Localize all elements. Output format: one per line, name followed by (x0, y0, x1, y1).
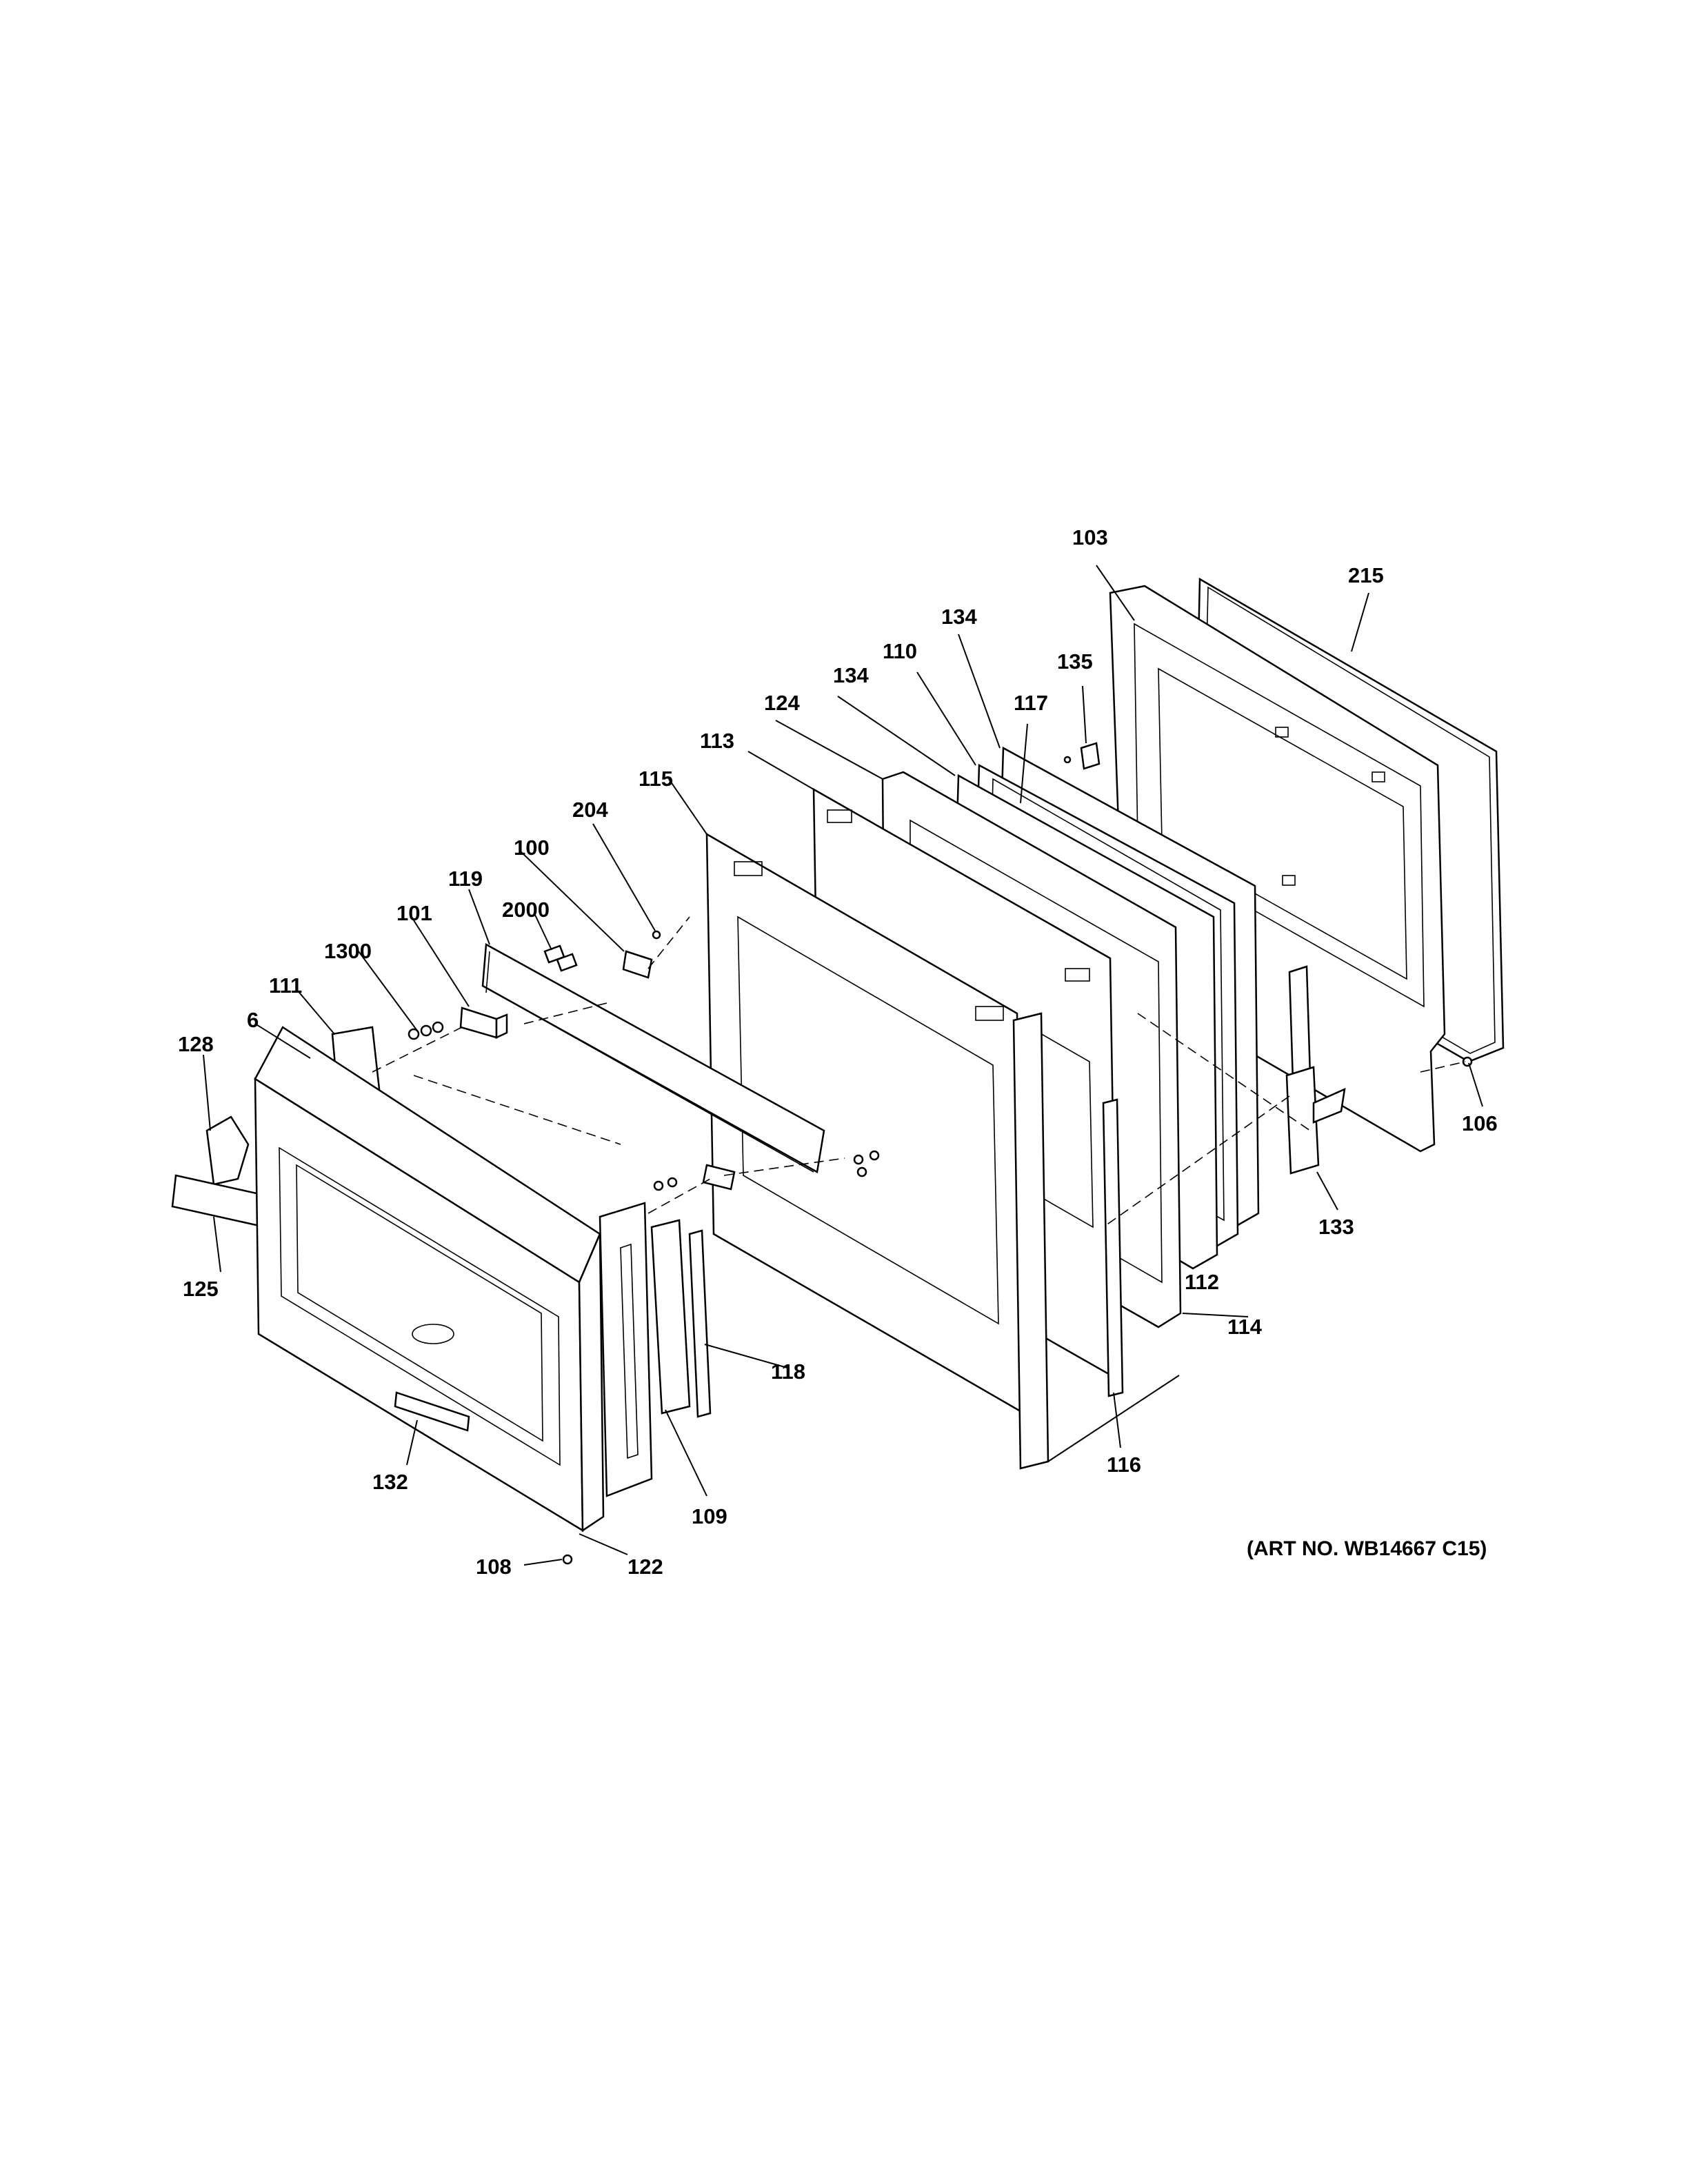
alignment-lines (372, 916, 1466, 1228)
part-112-side-panel (1012, 1012, 1049, 1470)
callout-106: 106 (1462, 1111, 1498, 1135)
part-116-side-panel (1102, 1098, 1124, 1397)
callout-6: 6 (247, 1008, 259, 1032)
callout-100: 100 (514, 836, 550, 860)
part-118-trim-strip (688, 1229, 712, 1418)
part-1300-screws (408, 1021, 444, 1040)
part-center-screws (653, 1150, 880, 1191)
callout-1300: 1300 (324, 939, 372, 963)
part-106-screw (1462, 1056, 1473, 1067)
leader-lines (203, 565, 1483, 1566)
part-204-screw (652, 930, 661, 940)
part-133-hinge (1285, 965, 1346, 1175)
callout-204: 204 (572, 798, 608, 822)
callout-135: 135 (1057, 649, 1093, 674)
part-108-screw (562, 1554, 573, 1565)
callout-117: 117 (1014, 691, 1048, 715)
callout-215: 215 (1348, 563, 1384, 587)
callout-112: 112 (1185, 1270, 1219, 1294)
part-101-hinge-bracket (459, 1007, 508, 1039)
callout-118: 118 (771, 1359, 805, 1384)
callout-109: 109 (692, 1504, 727, 1528)
part-109-glass-strip (650, 1219, 691, 1415)
part-135-clip (1063, 742, 1101, 770)
callout-133: 133 (1318, 1215, 1354, 1239)
part-2000-screws (543, 944, 578, 972)
callout-108: 108 (476, 1555, 512, 1579)
callout-125: 125 (183, 1277, 219, 1301)
callout-134-top: 134 (941, 605, 977, 629)
part-100-hinge-plate (622, 950, 653, 979)
part-128-end-cap (205, 1115, 250, 1186)
callout-111: 111 (269, 973, 302, 998)
callout-122: 122 (627, 1555, 663, 1579)
art-number: (ART NO. WB14667 C15) (1247, 1537, 1487, 1560)
callout-103: 103 (1072, 525, 1108, 549)
callout-119: 119 (448, 867, 483, 891)
callout-116: 116 (1107, 1453, 1141, 1477)
callout-110: 110 (883, 639, 917, 663)
callout-114: 114 (1227, 1315, 1263, 1339)
callout-132: 132 (372, 1470, 408, 1494)
callout-115: 115 (639, 767, 673, 791)
callout-134-lower: 134 (833, 663, 869, 687)
callout-113: 113 (700, 729, 734, 753)
callout-101: 101 (396, 901, 432, 925)
callouts: 103 215 134 135 110 134 117 124 113 115 … (178, 525, 1498, 1579)
callout-2000: 2000 (502, 898, 550, 922)
part-right-side-plate (599, 1202, 653, 1497)
callout-124: 124 (764, 691, 800, 715)
part-132-badge (394, 1391, 470, 1432)
part-119-vent-channel (481, 942, 825, 1173)
callout-128: 128 (178, 1032, 214, 1056)
part-122-outer-door (254, 1026, 605, 1533)
